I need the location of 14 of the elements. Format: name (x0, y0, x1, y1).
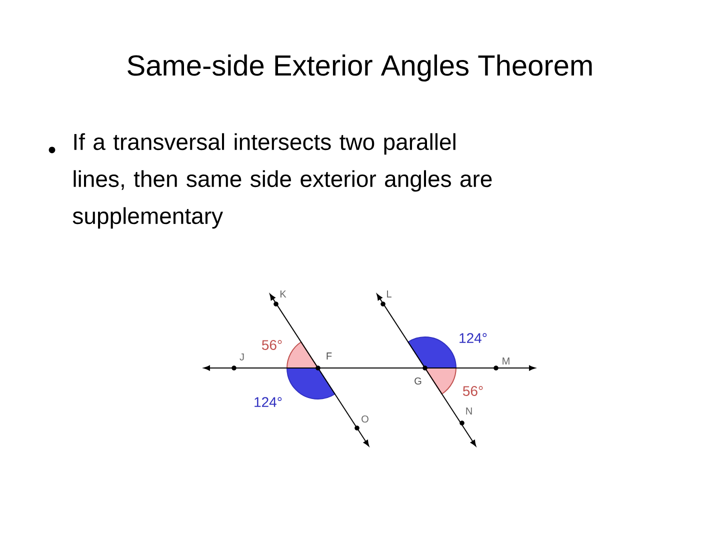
angle-label: 56° (262, 340, 282, 350)
angle-label: 124° (460, 333, 487, 343)
point-label: O (362, 415, 368, 423)
point-label: N (466, 408, 472, 414)
bullet-text: If a transversal intersects two parallel lines, then same side exterior angles are supplementary (72, 133, 492, 229)
angle-label: 56° (462, 386, 483, 396)
slide-title: Same-side Exterior Angles Theorem (128, 54, 592, 82)
point-label: J (240, 354, 244, 360)
point-label: M (502, 358, 510, 364)
point-label: K (280, 290, 286, 298)
point-label: L (387, 290, 392, 298)
angle-label: 124° (254, 397, 282, 407)
point-label: F (326, 352, 332, 360)
point-label: G (414, 377, 422, 385)
